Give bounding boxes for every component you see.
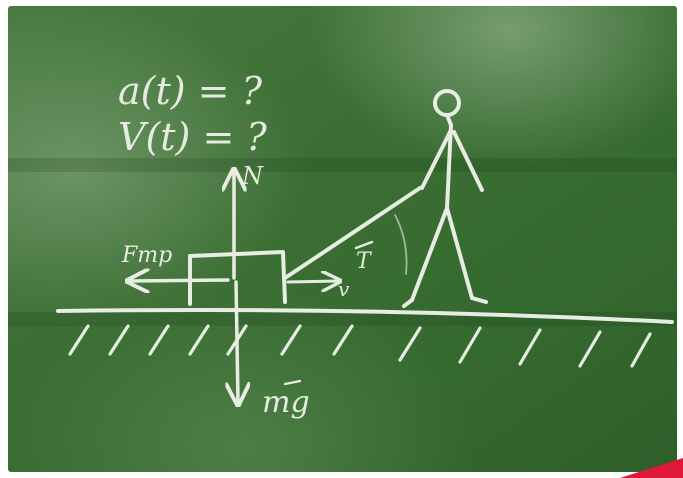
tension-vector-bar: [354, 240, 374, 250]
gravity-arrow: [236, 280, 238, 402]
friction-force-label: Fтр: [121, 243, 172, 268]
normal-force-label: N: [241, 162, 264, 190]
watermark-band: [8, 158, 677, 172]
gravity-vector-bar: [283, 379, 302, 386]
ground-line: [56, 308, 674, 324]
gravity-label: mg: [262, 385, 310, 420]
tension-label: T: [356, 249, 373, 274]
stick-figure: [402, 89, 488, 308]
rope-tension-line: [283, 186, 422, 280]
corner-accent: [620, 458, 683, 478]
velocity-arrow: [286, 281, 338, 282]
acceleration-equation: a(t) = ?: [118, 69, 263, 113]
velocity-equation: V(t) = ?: [118, 115, 267, 159]
velocity-label: v: [338, 277, 350, 301]
friction-arrow: [130, 280, 230, 281]
angle-arc: [394, 214, 408, 275]
